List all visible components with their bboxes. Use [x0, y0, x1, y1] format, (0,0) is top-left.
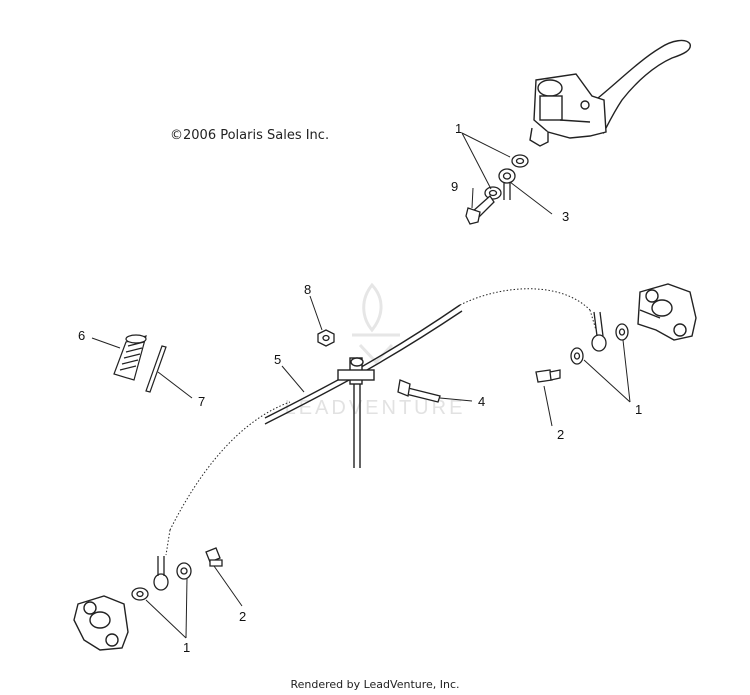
callout-label: 3 [562, 209, 569, 224]
brake-line [165, 288, 597, 556]
render-credit: Rendered by LeadVenture, Inc. [290, 678, 460, 691]
spring-6 [113, 334, 147, 381]
callout-label: 6 [78, 328, 85, 343]
callout-label: 4 [478, 394, 485, 409]
banjo-left [153, 573, 169, 591]
watermark: LEADVENTURE [285, 282, 466, 419]
tee-junction [337, 357, 375, 468]
banjo-right [591, 334, 607, 352]
callout-label: 1 [183, 640, 190, 655]
left-hardware [131, 547, 223, 601]
caliper-right [637, 283, 697, 341]
master-cylinder [529, 39, 691, 147]
pin-7 [145, 345, 167, 393]
callouts: 1 9 3 8 5 4 6 7 2 1 2 1 [78, 121, 642, 655]
watermark-text: LEADVENTURE [285, 397, 466, 419]
callout-label: 8 [304, 282, 311, 297]
upper-hardware [465, 154, 529, 225]
callout-label: 1 [635, 402, 642, 417]
callout-label: 2 [239, 609, 246, 624]
callout-label: 7 [198, 394, 205, 409]
leader-lines [91, 132, 631, 639]
copyright-notice: ©2006 Polaris Sales Inc. [170, 128, 330, 143]
callout-label: 1 [455, 121, 462, 136]
bolt-left-2 [205, 547, 221, 563]
bolt-4 [397, 379, 441, 403]
callout-label: 5 [274, 352, 281, 367]
right-hardware [535, 311, 629, 383]
caliper-left [73, 595, 129, 651]
callout-label: 2 [557, 427, 564, 442]
watermark-flame-logo [352, 282, 400, 365]
nut-8 [317, 329, 335, 347]
callout-label: 9 [451, 179, 458, 194]
